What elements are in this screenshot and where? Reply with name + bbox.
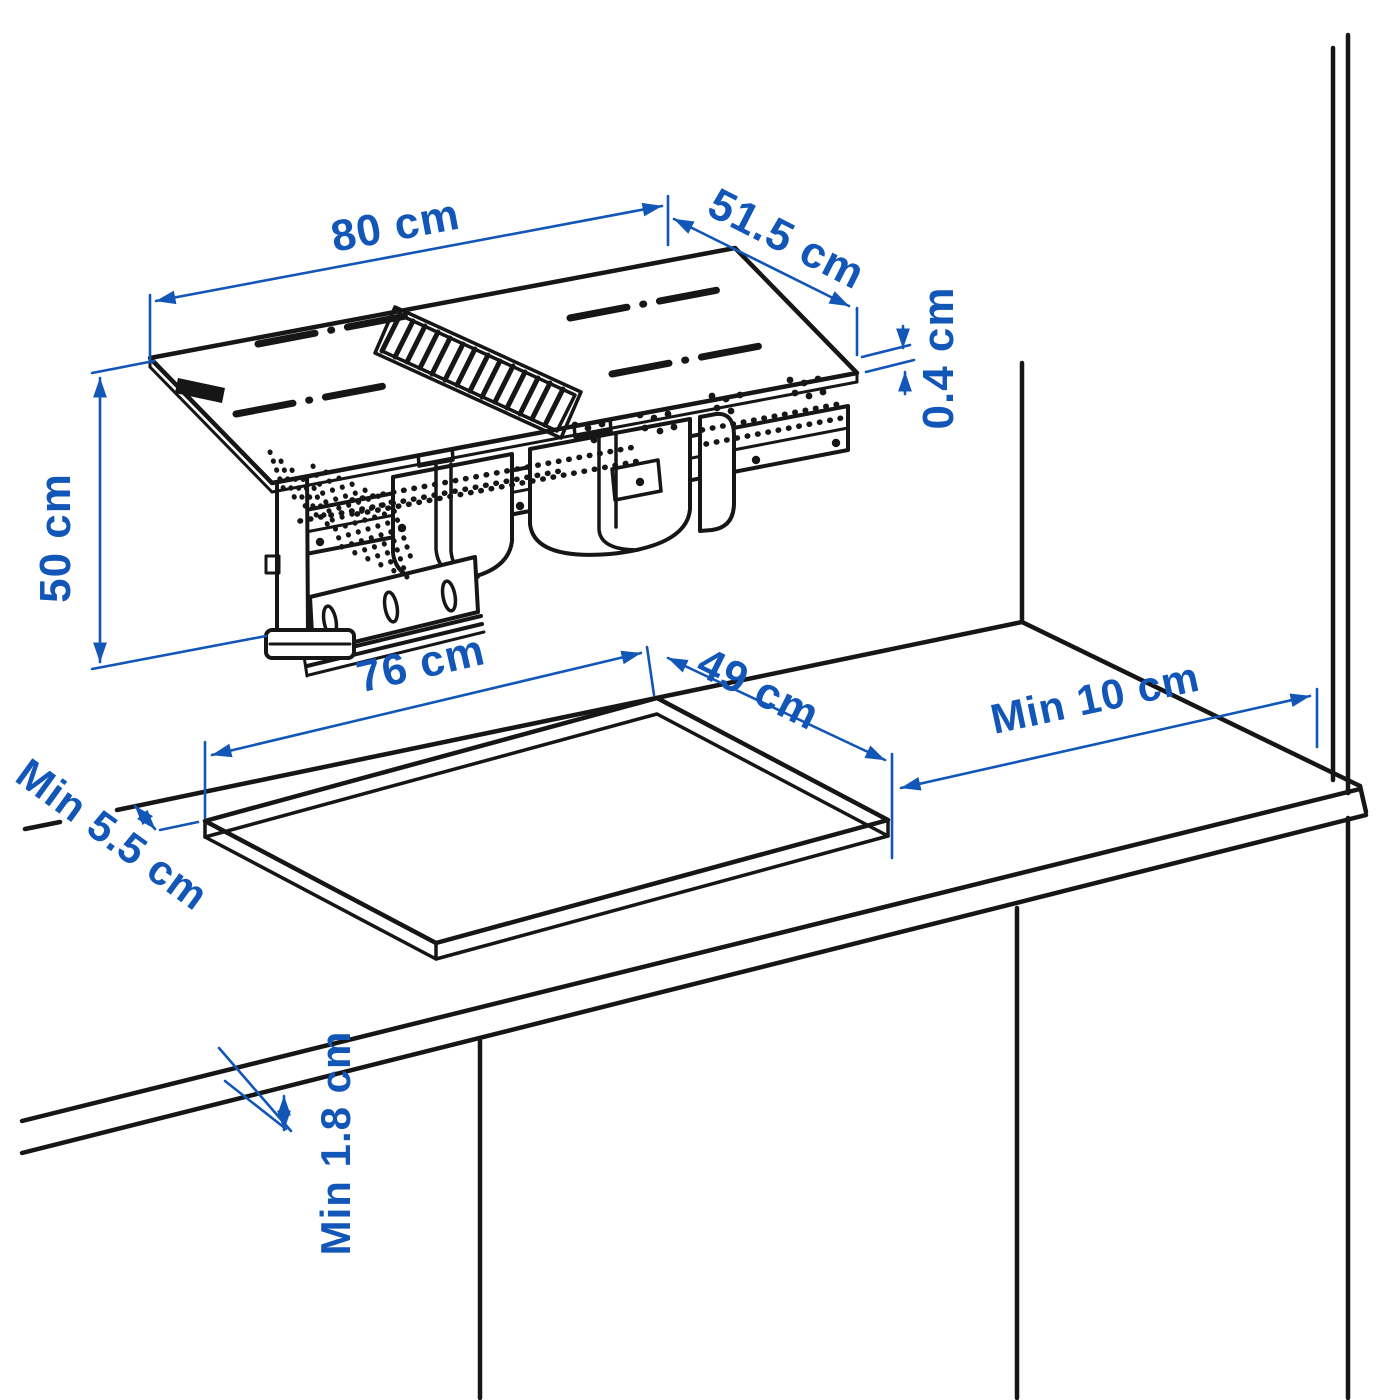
dimension-line <box>154 202 664 305</box>
duct-slot <box>440 579 458 613</box>
worktop-front-bottom-edge <box>19 812 1369 1156</box>
extension-line <box>645 645 656 697</box>
label-hob-width: 80 cm <box>327 190 464 262</box>
worktop-back-edge <box>114 619 1025 813</box>
line-art <box>19 32 1369 1400</box>
label-worktop-thickness: Min 1.8 cm <box>312 1031 359 1256</box>
blower-strap <box>597 434 640 552</box>
glass-edge <box>148 365 274 494</box>
dimension-worktop-thickness <box>217 1046 293 1133</box>
glass-edge <box>270 380 859 494</box>
hatch-dot-columns <box>267 449 414 583</box>
cutout-inner-rim <box>203 712 890 961</box>
worktop-cutout <box>202 695 891 961</box>
control-dots <box>315 375 841 547</box>
label-wall-clearance: Min 10 cm <box>986 653 1203 743</box>
dimension-unit-height <box>90 359 268 671</box>
left-vent-slot <box>175 378 225 403</box>
dimension-line <box>210 650 643 758</box>
extension-line <box>223 1079 288 1131</box>
cutout-outer-rim <box>202 695 891 946</box>
worktop-front-top-edge <box>19 786 1363 1124</box>
blower-housing-right <box>528 417 692 557</box>
extraction-grille <box>373 305 583 440</box>
zone-mark <box>254 312 410 348</box>
thickness-tick <box>864 358 916 374</box>
extension-line <box>90 359 156 375</box>
extension-line <box>90 634 268 671</box>
label-glass-thickness: 0.4 cm <box>914 287 963 430</box>
dimension-line <box>666 656 887 762</box>
chimney-clip <box>264 554 281 575</box>
worktop-drawing <box>19 32 1369 1400</box>
dimension-cutout-width <box>203 645 656 820</box>
blower-window <box>610 458 663 502</box>
grille-frame-outer <box>373 305 583 440</box>
zone-mark <box>608 342 764 378</box>
grille-slats <box>379 312 566 428</box>
label-unit-height: 50 cm <box>31 473 80 603</box>
dimension-cutout-depth <box>666 656 894 860</box>
blower-end-cap <box>698 411 736 533</box>
vent-dot-rows <box>297 400 850 524</box>
zone-mark <box>232 382 388 418</box>
dimension-edge-clearance <box>133 804 200 832</box>
dimension-lines <box>90 194 1319 1133</box>
extension-line <box>158 820 200 832</box>
worktop-end-face <box>1357 783 1369 815</box>
dimension-line <box>899 693 1312 791</box>
label-edge-clearance: Min 5.5 cm <box>8 749 217 919</box>
worktop-back-edge <box>22 819 63 832</box>
dimension-line <box>672 217 851 308</box>
duct-slot <box>382 590 400 624</box>
dimension-glass-thickness <box>860 324 916 396</box>
dimension-line <box>133 804 157 831</box>
dimension-wall-clearance <box>899 687 1319 791</box>
dimension-hob-depth <box>672 217 859 357</box>
dimension-hob-width <box>148 194 670 364</box>
